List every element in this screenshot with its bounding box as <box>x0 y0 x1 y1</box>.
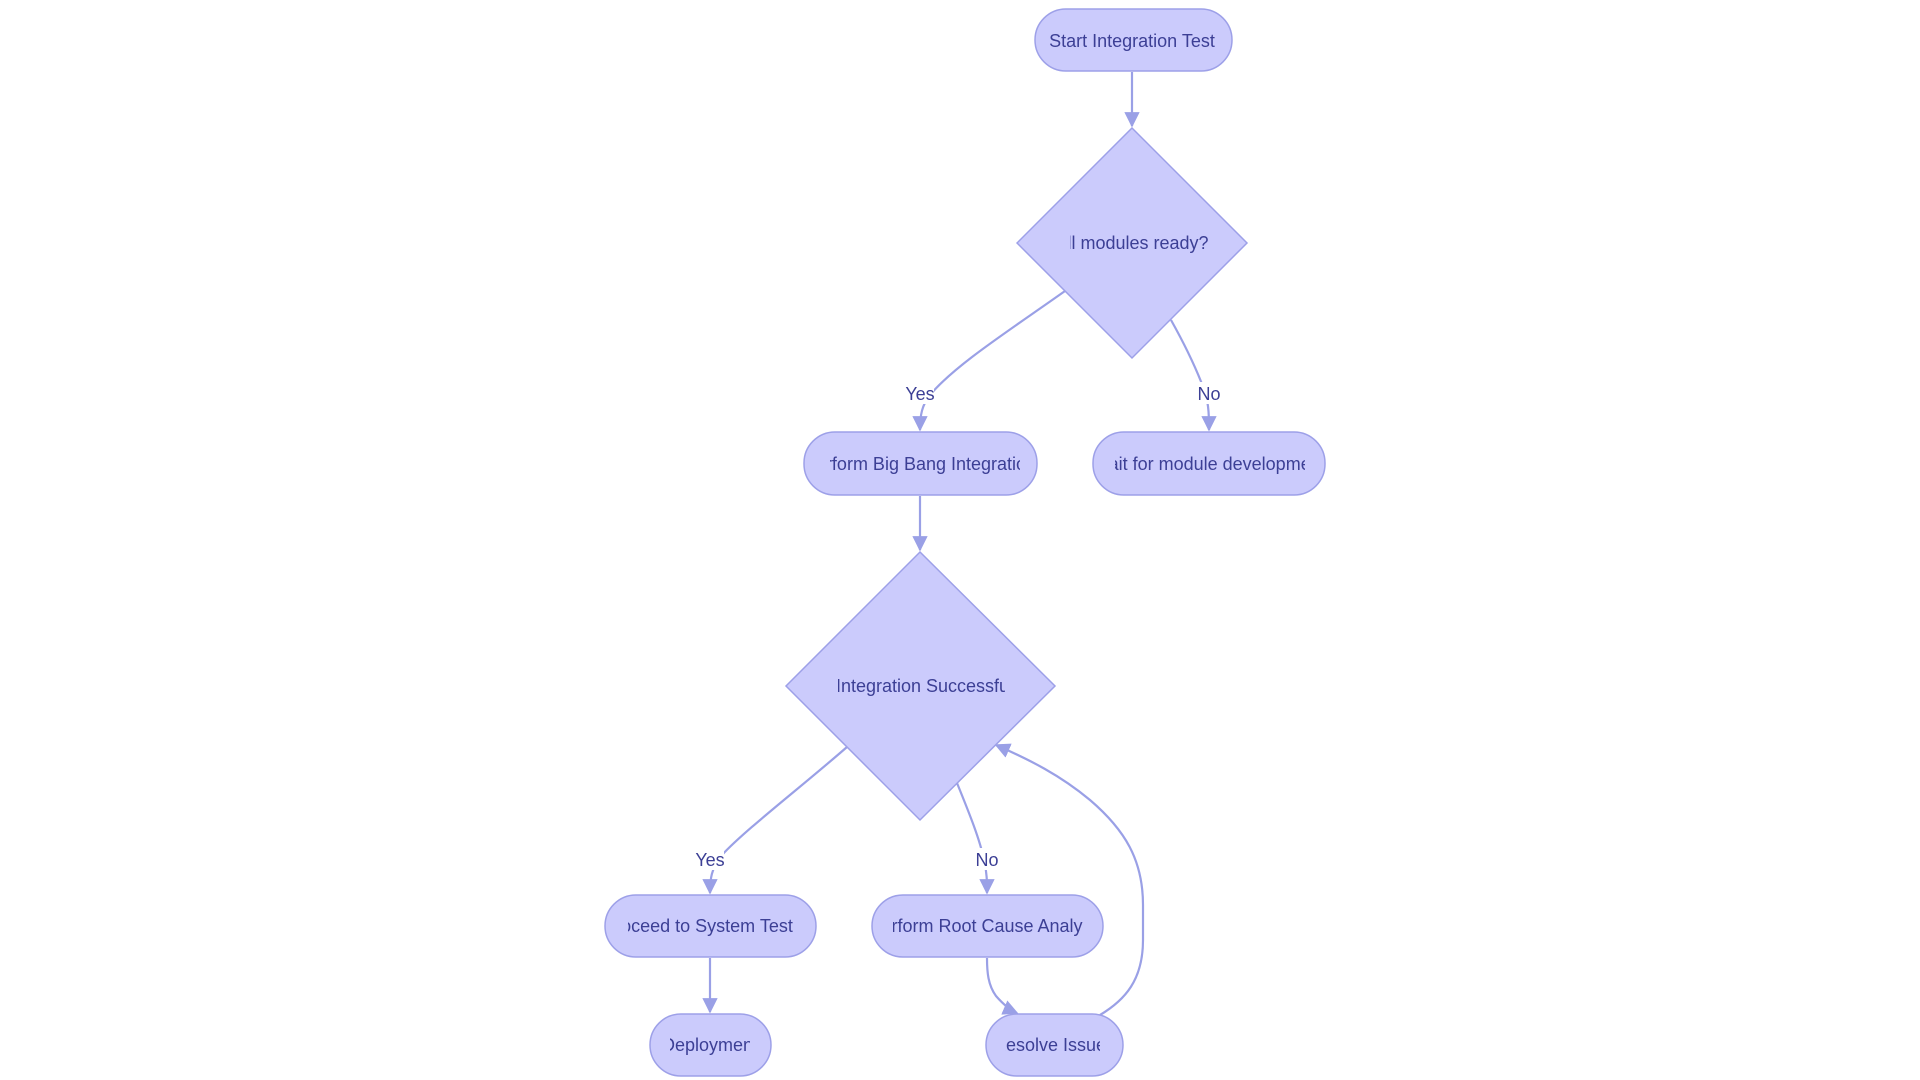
node-resolve: Resolve Issues <box>985 1013 1124 1077</box>
stadium-shape <box>604 894 817 958</box>
edge-resolve-to-success <box>994 743 1145 1016</box>
node-system-test: Proceed to System Testing <box>603 894 817 958</box>
edge-label-yes: Yes <box>905 384 934 404</box>
edge-success-yes <box>702 746 848 895</box>
stadium-shape <box>985 1013 1124 1077</box>
edge-labels: Yes No Yes No <box>695 382 1222 870</box>
edge-modules-ready-no <box>1170 319 1217 432</box>
stadium-shape <box>1034 8 1233 72</box>
edge-label-bg <box>696 848 724 870</box>
edge-label-no: No <box>975 850 998 870</box>
diamond-shape <box>1015 126 1249 360</box>
node-label: Perform Big Bang Integration <box>804 454 1036 474</box>
node-big-bang: Perform Big Bang Integration <box>803 431 1038 496</box>
node-wait: Wait for module development <box>1092 431 1326 496</box>
node-modules-ready: All modules ready? <box>1015 126 1249 360</box>
edge-modules-ready-yes <box>912 290 1066 432</box>
node-label: All modules ready? <box>1055 233 1208 253</box>
edge-rootcause-to-resolve <box>985 957 1019 1015</box>
edge-success-no <box>955 782 995 895</box>
stadium-shape <box>803 431 1038 496</box>
stadium-shape <box>1092 431 1326 496</box>
node-label: Deployment <box>662 1035 758 1055</box>
node-label: Start Integration Test <box>1049 31 1215 51</box>
node-integration-success: Is Integration Successful? <box>784 550 1057 822</box>
node-deployment: Deployment <box>649 1013 772 1077</box>
node-root-cause: Perform Root Cause Analysis <box>869 894 1104 958</box>
node-label: Proceed to System Testing <box>603 916 817 936</box>
diamond-shape <box>784 550 1057 822</box>
edge-label-bg <box>906 382 934 404</box>
edge-label-yes: Yes <box>695 850 724 870</box>
stadium-shape <box>871 894 1104 958</box>
node-label: Perform Root Cause Analysis <box>869 916 1104 936</box>
edge-label-bg <box>1196 382 1222 404</box>
edge-label-bg <box>974 848 1000 870</box>
edge-label-no: No <box>1197 384 1220 404</box>
stadium-shape <box>649 1013 772 1077</box>
node-label: Is Integration Successful? <box>817 676 1023 696</box>
node-label: Wait for module development <box>1092 454 1325 474</box>
node-label: Resolve Issues <box>993 1035 1115 1055</box>
node-start: Start Integration Test <box>1034 8 1233 72</box>
